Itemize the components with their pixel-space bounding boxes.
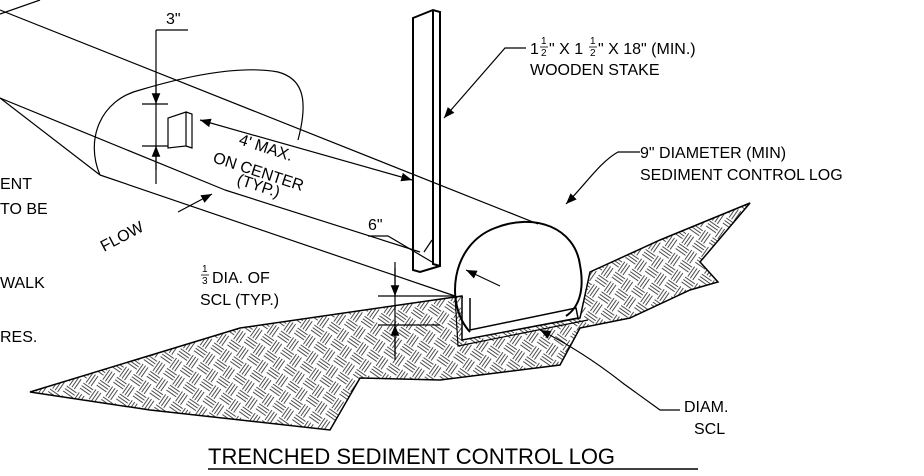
stake-size-end: " X 18" (MIN.): [598, 41, 696, 58]
upstream-log-top: [0, 9, 539, 225]
upstream-log-bottom-edge: [99, 174, 456, 297]
dim-3in-label: 3": [166, 11, 181, 28]
dim-6in-leader: [368, 235, 433, 263]
log-diameter-label: 9" DIAMETER (MIN): [640, 145, 786, 162]
stake-size-label: 1: [530, 41, 539, 58]
upstream-stake: [167, 111, 193, 149]
stake-leader: [443, 47, 526, 119]
upstream-log-cylinder: [0, 0, 421, 253]
upstream-log-end: [93, 69, 304, 176]
trench-label-2: SCL (TYP.): [200, 292, 279, 309]
flow-label: FLOW: [98, 218, 148, 255]
upstream-log-bottom: [0, 97, 101, 176]
trench: [461, 298, 579, 341]
dim-6in-label: 6": [368, 217, 383, 234]
trench-label-1: DIA. OF: [212, 270, 270, 287]
diam-label-2: SCL: [694, 421, 725, 438]
spacing-dimension-line: [199, 118, 413, 182]
trench-frac-den: 3: [202, 276, 208, 287]
diam-label-1: DIAM.: [684, 399, 728, 416]
wooden-stake: [412, 8, 441, 274]
note-fragment-2: TO BE: [0, 201, 48, 218]
dim-6in-tick: [423, 239, 433, 253]
stake-size-mid: " X 1: [549, 41, 583, 58]
stake-name-label: WOODEN STAKE: [530, 62, 660, 79]
sediment-control-log: [454, 220, 583, 333]
stake-frac-1-num: 1: [541, 36, 547, 47]
trench-frac-num: 1: [202, 264, 208, 275]
trench-outline: [454, 295, 589, 347]
upstream-log-body: [0, 0, 420, 255]
stake-frac-2-num: 1: [590, 36, 596, 47]
flow-arrow: [177, 193, 213, 213]
diam-leader: [539, 329, 680, 411]
log-leader: [565, 151, 640, 205]
stake-frac-1-den: 2: [541, 48, 547, 59]
stake-frac-2-den: 2: [590, 48, 596, 59]
note-fragment-1: ENT: [0, 176, 32, 193]
dim-6in-arrow: [465, 269, 501, 287]
note-fragment-3: WALK: [0, 275, 45, 292]
drawing-title: TRENCHED SEDIMENT CONTROL LOG: [208, 444, 615, 469]
log-name-label: SEDIMENT CONTROL LOG: [640, 167, 843, 184]
note-fragment-4: RES.: [0, 329, 37, 346]
